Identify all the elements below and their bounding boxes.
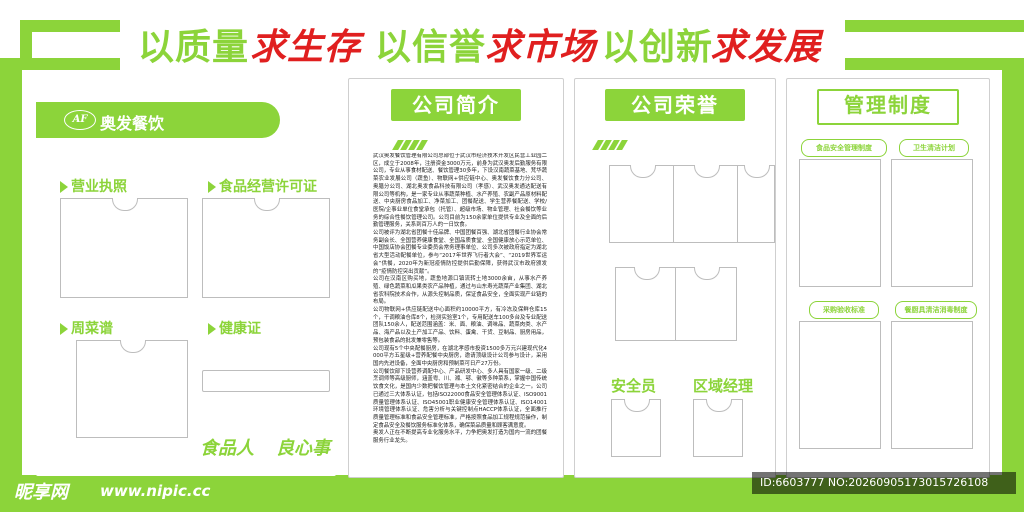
- holder-notch: [630, 165, 656, 178]
- rules-holder: [891, 321, 973, 449]
- health-cert-label: 健康证: [208, 318, 261, 338]
- intro-paragraph: 公司现有5个中央配餐厨房，在湖北孝感市投资1500多万元兴建现代化4000平方五…: [373, 345, 547, 367]
- safety-officer-photo: [611, 399, 661, 457]
- rules-tab-disinfection: 餐厨具清洁消毒制度: [895, 301, 977, 319]
- intro-paragraph: 公司餐饮部下设营养调配中心、产品研发中心、多人具有国家一级、二级烹调师等高级厨师…: [373, 368, 547, 429]
- top-frame-right-bar: [845, 58, 1024, 70]
- honor-holder: [737, 165, 775, 243]
- intro-paragraph: 武汉奥发餐饮管理有限公司总部位于武汉市经济技术开发区民营工业园二区，成立于200…: [373, 153, 547, 229]
- rules-tab-food-safety: 食品安全管理制度: [801, 139, 887, 157]
- holder-notch: [694, 165, 720, 178]
- triangle-icon: [208, 181, 216, 193]
- intro-body: 武汉奥发餐饮管理有限公司总部位于武汉市经济技术开发区民营工业园二区，成立于200…: [373, 153, 547, 467]
- intro-title: 公司简介: [391, 89, 521, 121]
- motto-1: 食品人: [200, 438, 254, 459]
- weekly-menu-label: 周菜谱: [60, 318, 113, 338]
- site-logo: 昵享网: [14, 482, 68, 503]
- holder-notch: [694, 267, 720, 280]
- motto-2: 良心事: [276, 438, 330, 459]
- triangle-icon: [60, 181, 68, 193]
- slogan-part-5: 以创新: [602, 27, 714, 68]
- health-cert-label-text: 健康证: [219, 321, 261, 337]
- food-license-label-text: 食品经营许可证: [219, 179, 317, 195]
- honors-title: 公司荣誉: [605, 89, 745, 121]
- license-holder: [60, 198, 188, 298]
- slogan-part-1: 以质量: [138, 27, 250, 68]
- slogan-part-2: 求生存: [250, 26, 362, 68]
- intro-paragraph: 公司被评为湖北省团餐十佳品牌、中国团餐百强、湖北省团餐行业协会常务副会长、全国营…: [373, 230, 547, 275]
- top-left-accent: [20, 20, 120, 32]
- left-panel: AF 奥发餐饮 营业执照 食品经营许可证 周菜谱 健康证 食品人 良心事: [36, 78, 336, 476]
- top-frame-left-bar: [0, 58, 120, 70]
- brand-logo: AF: [64, 110, 96, 130]
- rules-title: 管理制度: [817, 89, 959, 125]
- chevron-icon: [592, 135, 628, 154]
- intro-panel: 公司简介 武汉奥发餐饮管理有限公司总部位于武汉市经济技术开发区民营工业园二区，成…: [348, 78, 564, 478]
- top-frame-right: [1002, 58, 1024, 512]
- holder-notch: [120, 340, 146, 353]
- rules-holder: [799, 159, 881, 287]
- holder-notch: [706, 399, 732, 412]
- rules-panel: 管理制度 食品安全管理制度 卫生清洁计划 采购验收标准 餐厨具清洁消毒制度: [786, 78, 990, 478]
- intro-paragraph: 公司物联网+供应链配送中心面积约10000平方，有冷冻及保鲜仓库15个，干调粮油…: [373, 307, 547, 344]
- top-right-accent: [845, 20, 1024, 32]
- holder-notch: [254, 198, 280, 211]
- honors-panel: 公司荣誉 安全员 区域经理: [574, 78, 776, 478]
- intro-paragraph: 奥发人正在不断提高专业化服务水平，力争把奥发打造为国内一流的团餐服务行业龙头。: [373, 430, 547, 445]
- slogan-part-6: 求发展: [710, 26, 822, 68]
- id-bar: [752, 472, 1016, 494]
- area-manager-label: 区域经理: [693, 377, 754, 395]
- weekly-menu-holder: [76, 340, 188, 438]
- safety-officer-label: 安全员: [611, 377, 657, 395]
- slogan-part-3: 以信誉: [375, 27, 487, 68]
- health-cert-holder: [202, 370, 330, 392]
- triangle-icon: [208, 323, 216, 335]
- license-label-text: 营业执照: [71, 179, 127, 195]
- license-label: 营业执照: [60, 176, 127, 196]
- area-manager-photo: [693, 399, 743, 457]
- holder-notch: [624, 399, 650, 412]
- top-left-vertical: [20, 20, 32, 70]
- holder-notch: [744, 165, 770, 178]
- slogan-part-4: 求市场: [485, 26, 597, 68]
- honor-holder: [673, 165, 739, 243]
- food-license-holder: [202, 198, 330, 298]
- rules-holder: [799, 321, 881, 449]
- honor-holder: [615, 267, 677, 341]
- intro-paragraph: 公司在汉南区购买地，蔬鱼地源口镇流转土地3000余亩，从事水产养殖、绿色蔬菜和瓜…: [373, 276, 547, 306]
- food-license-label: 食品经营许可证: [208, 176, 317, 196]
- honor-holder: [675, 267, 737, 341]
- honor-holder: [609, 165, 675, 243]
- rules-tab-procurement: 采购验收标准: [809, 301, 879, 319]
- id-text: ID:6603777 NO:20260905173015726108: [760, 476, 989, 489]
- brand-name: 奥发餐饮: [100, 114, 165, 133]
- rules-holder: [891, 159, 973, 287]
- site-url: www.nipic.cc: [100, 482, 211, 500]
- holder-notch: [112, 198, 138, 211]
- triangle-icon: [60, 323, 68, 335]
- rules-tab-hygiene: 卫生清洁计划: [899, 139, 969, 157]
- holder-notch: [634, 267, 660, 280]
- chevron-icon: [392, 135, 428, 154]
- top-frame-left: [0, 58, 22, 512]
- weekly-menu-label-text: 周菜谱: [71, 321, 113, 337]
